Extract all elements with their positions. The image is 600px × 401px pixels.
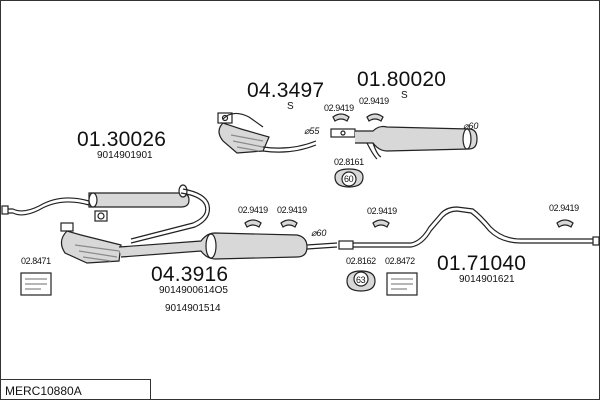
clamp-icon[interactable] [366,113,384,122]
clamp-icon[interactable] [332,113,350,122]
fitting-kit-left-icon[interactable] [20,272,52,296]
clamp-d-label: 02.9419 [277,205,307,215]
clamp-icon[interactable] [372,219,390,228]
kit-left-label: 02.8471 [21,256,51,266]
clamp-icon[interactable] [244,219,262,228]
rear-upper-number: 01.80020 [357,68,447,91]
rear-pipe-part[interactable] [338,206,600,250]
middle-upper-suffix: S [287,101,294,112]
clamp-b-label: 02.9419 [359,96,389,106]
middle-silencer-lower-part[interactable] [60,222,338,264]
middle-lower-oem-2: 9014901514 [165,303,221,314]
clamp-icon[interactable] [556,219,574,228]
rear-pipe-number: 01.71040 [437,252,527,275]
middle-silencer-upper-part[interactable] [217,112,317,154]
clamp-f-label: 02.9419 [549,203,579,213]
mount-lower-size: 63 [356,275,366,285]
mount-upper-size: 60 [344,174,354,184]
middle-upper-diameter: ⌀55 [304,126,320,136]
rear-pipe-oem: 9014901621 [459,274,515,285]
middle-lower-oem-1: 9014900614O5 [159,285,228,296]
rubber-mount-upper-icon[interactable] [334,168,364,188]
clamp-a-label: 02.9419 [324,103,354,113]
diagram-code: MERC10880A [1,379,151,400]
front-pipe-number: 01.30026 [77,128,167,151]
rubber-mount-lower-icon[interactable] [346,270,376,292]
middle-lower-number: 04.3916 [151,263,229,286]
clamp-icon[interactable] [280,219,298,228]
front-pipe-part[interactable] [1,184,211,244]
fitting-kit-right-icon[interactable] [386,272,418,296]
front-pipe-oem: 9014901901 [97,150,153,161]
kit-right-label: 02.8472 [385,256,415,266]
middle-upper-number: 04.3497 [247,79,325,102]
clamp-c-label: 02.9419 [238,205,268,215]
rear-upper-suffix: S [401,90,408,101]
middle-lower-diameter: ⌀60 [311,228,327,238]
rear-silencer-upper-part[interactable] [330,125,478,160]
clamp-e-label: 02.9419 [367,206,397,216]
mount-upper-label: 02.8161 [334,157,364,167]
mount-lower-label: 02.8162 [346,256,376,266]
rear-upper-diameter: ⌀60 [463,121,479,131]
